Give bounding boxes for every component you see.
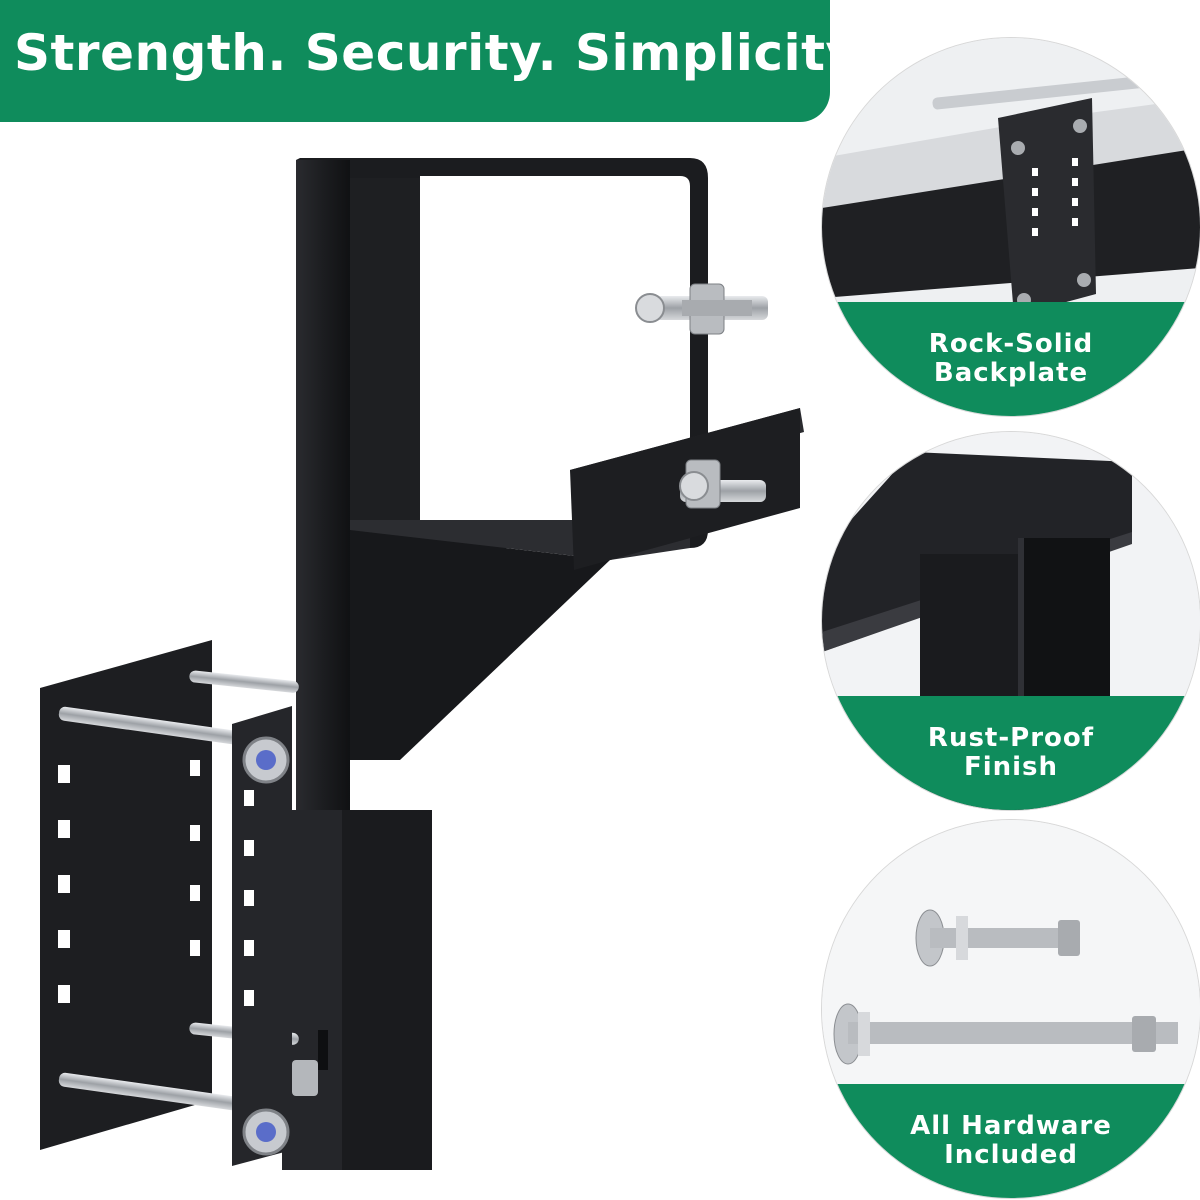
feature-label-line2: Included [944, 1140, 1078, 1170]
feature-label-line2: Finish [963, 752, 1059, 782]
feature-label-line2: Backplate [933, 358, 1089, 388]
feature-label-line1: All Hardware [910, 1111, 1112, 1141]
feature-hardware: All Hardware Included [822, 820, 1200, 1198]
feature-label-line1: Rust-Proof [927, 723, 1095, 753]
feature-finish: Rust-Proof Finish [822, 432, 1200, 810]
headline-text: Strength. Security. Simplicity [14, 24, 859, 82]
feature-backplate: Rock-Solid Backplate [822, 38, 1200, 416]
feature-label-backplate: Rock-Solid Backplate [822, 302, 1200, 416]
feature-label-line1: Rock-Solid [928, 329, 1094, 359]
feature-label-hardware: All Hardware Included [822, 1084, 1200, 1198]
feature-label-finish: Rust-Proof Finish [822, 696, 1200, 810]
headline-banner: Strength. Security. Simplicity [0, 0, 858, 122]
